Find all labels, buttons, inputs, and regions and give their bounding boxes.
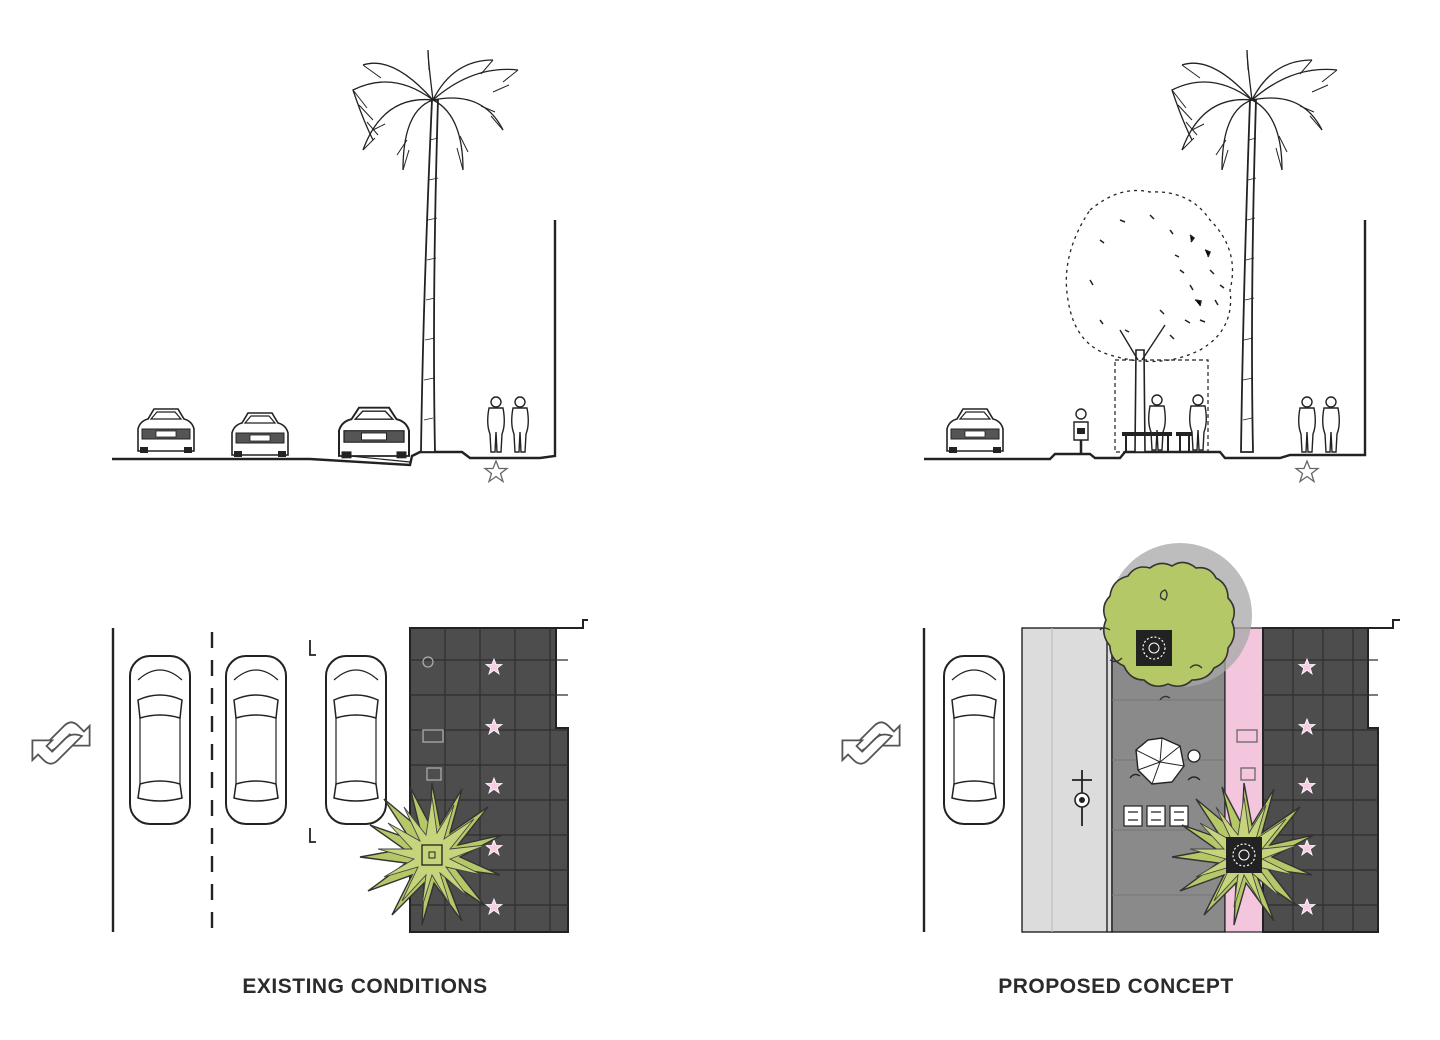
deciduous-tree-icon	[1065, 189, 1234, 453]
car-icon	[129, 655, 191, 825]
bike-lane-symbol	[1072, 770, 1092, 826]
existing-plan	[21, 619, 588, 933]
proposed-concept-caption: PROPOSED CONCEPT	[998, 975, 1234, 998]
tree-grate	[421, 844, 443, 866]
existing-conditions-caption: EXISTING CONDITIONS	[242, 975, 488, 998]
ground-line	[112, 220, 557, 467]
car-icon	[338, 406, 410, 460]
bike-rack-icon	[1123, 805, 1189, 827]
car-icon	[225, 655, 287, 825]
car-icon	[325, 655, 387, 825]
cafe-table-icon	[1122, 432, 1192, 452]
bike-lane	[1021, 627, 1113, 933]
tree-grate	[1136, 630, 1172, 666]
tree-grate	[1226, 837, 1262, 873]
palm-trunk	[1240, 99, 1257, 453]
pedestrian-icon	[1148, 394, 1166, 451]
tree-pit-outline	[1114, 359, 1209, 453]
palm-trunk	[420, 99, 439, 453]
street-fixture-icon	[422, 656, 444, 781]
car-icon	[137, 408, 195, 454]
pedestrian-icon	[511, 396, 529, 453]
street-fixture-icon	[1236, 729, 1258, 781]
pedestrian-icon	[1322, 396, 1340, 453]
car-icon	[943, 655, 1005, 825]
car-icon	[946, 408, 1004, 454]
pedestrian-icon	[487, 396, 505, 453]
proposed-elevation	[924, 49, 1367, 483]
proposed-plan	[831, 543, 1400, 933]
star-icon	[1295, 460, 1319, 483]
cyclist-icon	[1073, 408, 1089, 453]
star-icon	[484, 460, 508, 483]
umbrella-table-icon	[1129, 737, 1201, 785]
existing-elevation	[112, 49, 557, 483]
turn-arrow-icon	[831, 712, 911, 774]
pedestrian-icon	[1298, 396, 1316, 453]
sidewalk-paving	[1262, 619, 1400, 933]
turn-arrow-icon	[21, 712, 101, 774]
pedestrian-icon	[1189, 394, 1207, 451]
car-icon	[231, 412, 289, 458]
